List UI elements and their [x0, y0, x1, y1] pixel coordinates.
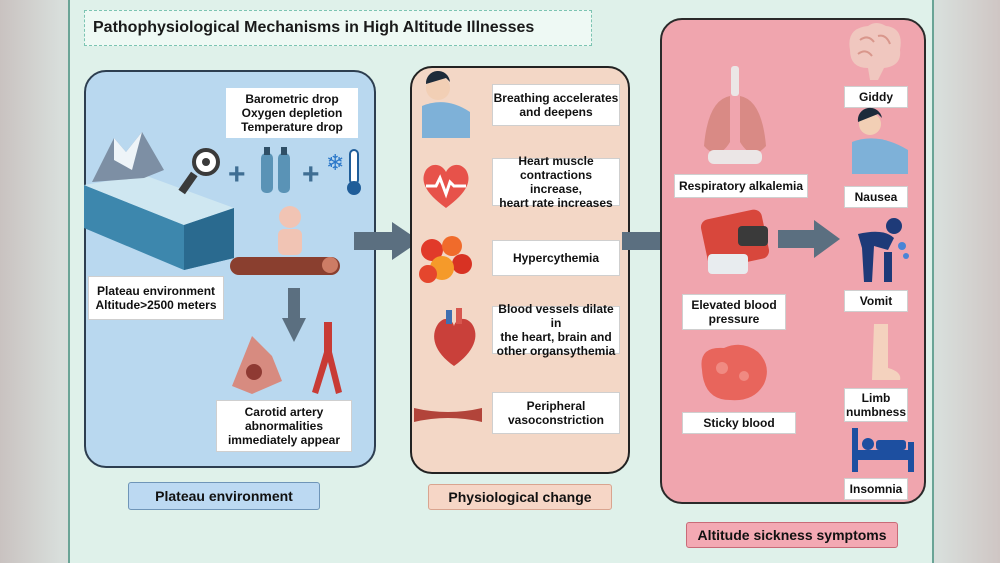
down-arrow	[282, 288, 306, 342]
blood-cells-icon	[419, 236, 472, 283]
heart-rate-icon	[423, 164, 469, 208]
diagram-title: Pathophysiological Mechanisms in High Al…	[84, 10, 592, 46]
constricted-vessel-icon	[414, 408, 482, 422]
brain-icon	[849, 23, 901, 80]
blood-pressure-monitor-icon	[700, 209, 770, 274]
vaso-line-2: vasoconstriction	[507, 413, 605, 427]
symptom-giddy-box: Giddy	[844, 86, 908, 108]
carotid-line-2: abnormalities	[244, 419, 324, 433]
physiology-hypercythemia-box: Hypercythemia	[492, 240, 620, 276]
giddy-line: Giddy	[858, 90, 893, 104]
carotid-artery-illustration	[312, 322, 342, 394]
environmental-factors-box: Barometric drop Oxygen depletion Tempera…	[226, 88, 358, 138]
symptom-elevated-blood-pressure-box: Elevated blood pressure	[682, 294, 786, 330]
barometer-icon	[178, 148, 220, 195]
vomit-line: Vomit	[859, 294, 893, 308]
limb-line-2: numbness	[845, 405, 906, 419]
hypercythemia-line: Hypercythemia	[512, 251, 600, 265]
breathing-person-icon	[422, 70, 470, 138]
carotid-line-3: immediately appear	[227, 433, 341, 447]
plateau-environment-label: Plateau environment	[128, 482, 320, 510]
symptom-insomnia-box: Insomnia	[844, 478, 908, 500]
heart-line-1: Heart muscle	[518, 154, 594, 168]
breathing-line-1: Breathing accelerates	[493, 91, 619, 105]
cell-illustration	[232, 336, 282, 394]
physiology-vasoconstriction-box: Peripheral vasoconstriction	[492, 392, 620, 434]
limb-icon	[872, 324, 901, 380]
vessels-line-3: other organsythemia	[496, 344, 616, 358]
carotid-line-1: Carotid artery	[244, 405, 324, 419]
lungs-icon	[704, 66, 766, 164]
arrow-plateau-to-physiology	[354, 222, 420, 260]
insomnia-line: Insomnia	[849, 482, 903, 496]
physiological-change-label: Physiological change	[428, 484, 612, 510]
altitude-line: Altitude>2500 meters	[95, 298, 217, 312]
nausea-person-icon	[852, 107, 908, 174]
diagram-canvas: Pathophysiological Mechanisms in High Al…	[68, 0, 934, 563]
heart-line-2: contractions increase,	[519, 168, 592, 196]
thermometer-icon	[347, 149, 361, 195]
person-lying-icon	[230, 206, 340, 275]
heart-organ-icon	[434, 308, 476, 366]
symptom-sticky-blood-box: Sticky blood	[682, 412, 796, 434]
sticky-blood-icon	[701, 344, 767, 401]
vessels-line-2: the heart, brain and	[500, 330, 612, 344]
physiology-breathing-box: Breathing accelerates and deepens	[492, 84, 620, 126]
limb-line-1: Limb	[861, 391, 891, 405]
carotid-artery-box: Carotid artery abnormalities immediately…	[216, 400, 352, 452]
plateau-environment-box: Plateau environment Altitude>2500 meters	[88, 276, 224, 320]
arrow-to-symptoms-list	[778, 220, 840, 258]
respiratory-alkalemia-line: Respiratory alkalemia	[678, 179, 804, 193]
insomnia-bed-icon	[852, 428, 914, 472]
symptom-limb-numbness-box: Limb numbness	[844, 388, 908, 422]
snowflake-icon: ❄	[326, 150, 345, 175]
plus-icon-2: +	[302, 158, 320, 191]
physiology-heart-box: Heart muscle contractions increase, hear…	[492, 154, 620, 210]
plus-icon-1: +	[228, 158, 246, 191]
sticky-blood-line: Sticky blood	[703, 416, 775, 430]
blood-pressure-line-1: Elevated blood	[691, 298, 777, 312]
factor-oxygen: Oxygen depletion	[241, 106, 343, 120]
oxygen-tank-icon	[261, 147, 290, 193]
plateau-env-line: Plateau environment	[96, 284, 216, 298]
vaso-line-1: Peripheral	[526, 399, 586, 413]
altitude-sickness-symptoms-label: Altitude sickness symptoms	[686, 522, 898, 548]
factor-temperature: Temperature drop	[241, 120, 343, 134]
mountain-plateau-illustration	[84, 132, 234, 270]
factor-barometric: Barometric drop	[245, 92, 339, 106]
blood-pressure-line-2: pressure	[708, 312, 760, 326]
vomit-figure-icon	[858, 218, 909, 282]
heart-line-3: heart rate increases	[499, 196, 613, 210]
symptom-vomit-box: Vomit	[844, 290, 908, 312]
physiology-vessels-box: Blood vessels dilate in the heart, brain…	[492, 302, 620, 358]
symptom-respiratory-alkalemia-box: Respiratory alkalemia	[674, 174, 808, 198]
nausea-line: Nausea	[854, 190, 898, 204]
breathing-line-2: and deepens	[519, 105, 593, 119]
vessels-line-1: Blood vessels dilate in	[498, 302, 614, 330]
symptom-nausea-box: Nausea	[844, 186, 908, 208]
